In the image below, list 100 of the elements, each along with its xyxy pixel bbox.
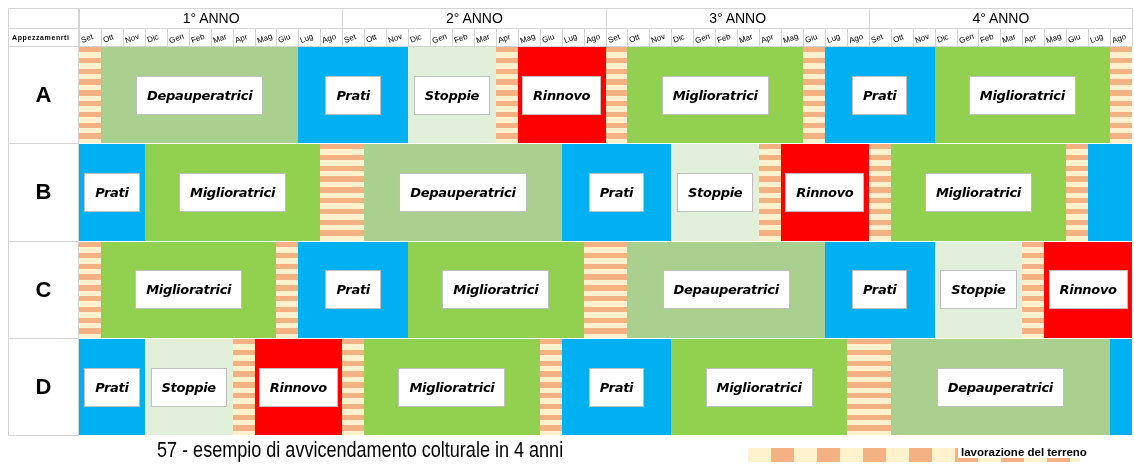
tillage-band xyxy=(276,241,299,338)
crop-band xyxy=(408,47,496,144)
crop-label: Miglioratrici xyxy=(398,367,506,407)
month-label: Gen xyxy=(694,31,712,46)
crop-label: Rinnovo xyxy=(258,367,338,407)
tillage-band xyxy=(605,47,628,144)
crop-label: Miglioratrici xyxy=(442,270,550,310)
crop-band xyxy=(364,144,562,241)
month-label: Nov xyxy=(650,31,667,46)
tillage-band xyxy=(320,144,365,241)
month-label: Apr xyxy=(496,32,512,45)
crop-band xyxy=(890,338,1111,436)
month-label: Dic xyxy=(935,32,950,45)
month-label: Feb xyxy=(452,31,469,46)
month-label: Mar xyxy=(1001,31,1018,46)
tillage-band xyxy=(1022,241,1045,338)
crop-label: Prati xyxy=(84,172,140,212)
crop-band xyxy=(298,47,409,144)
year-header: 1° ANNO xyxy=(182,10,240,26)
crop-label: Prati xyxy=(325,75,381,115)
crop-label: Miglioratrici xyxy=(661,75,769,115)
crop-label: Depauperatrici xyxy=(399,172,527,212)
month-label: Ago xyxy=(584,31,601,46)
crop-label: Stoppie xyxy=(677,172,754,212)
crop-band xyxy=(824,241,935,338)
month-label: Giu xyxy=(540,32,556,45)
year-header: 2° ANNO xyxy=(445,10,503,26)
tillage-band xyxy=(846,338,891,436)
crop-band xyxy=(934,241,1023,338)
month-label: Set xyxy=(79,32,95,45)
crop-band xyxy=(79,144,145,241)
crop-band xyxy=(408,241,584,338)
crop-label: Prati xyxy=(851,75,908,115)
crop-band xyxy=(1088,144,1132,241)
crop-label: Prati xyxy=(588,172,645,212)
tillage-band xyxy=(868,144,891,241)
month-label: Mar xyxy=(211,31,228,46)
month-label: Feb xyxy=(189,31,206,46)
month-label: Ago xyxy=(321,31,338,46)
tillage-band xyxy=(1110,47,1132,144)
crop-band xyxy=(144,144,321,241)
tillage-band xyxy=(583,241,628,338)
month-label: Dic xyxy=(408,32,423,45)
year-header: 3° ANNO xyxy=(709,10,767,26)
year-header: 4° ANNO xyxy=(972,10,1030,26)
month-label: Apr xyxy=(233,32,249,45)
crop-band xyxy=(100,241,277,338)
crop-band xyxy=(298,241,409,338)
crop-band xyxy=(1110,338,1132,436)
month-label: Lug xyxy=(562,32,579,45)
tillage-band xyxy=(79,241,101,338)
month-label: Ago xyxy=(847,31,865,46)
plot-label: A xyxy=(35,82,52,109)
crop-band xyxy=(517,47,606,144)
crop-label: Depauperatrici xyxy=(936,367,1064,407)
tillage-band xyxy=(802,47,825,144)
crop-label: Miglioratrici xyxy=(924,172,1032,212)
month-label: Gen xyxy=(957,31,975,46)
crop-band xyxy=(561,144,672,241)
crop-band xyxy=(100,47,299,144)
month-label: Ott xyxy=(364,32,379,45)
month-label: Dic xyxy=(145,32,160,45)
crop-band xyxy=(781,144,869,241)
month-label: Ott xyxy=(891,32,905,45)
month-label: Nov xyxy=(913,31,930,46)
month-label: Ott xyxy=(628,32,642,45)
crop-label: Prati xyxy=(325,270,381,310)
tillage-band xyxy=(495,47,518,144)
tillage-band xyxy=(79,47,101,144)
plot-label: D xyxy=(35,374,52,401)
crop-band xyxy=(254,338,343,436)
crop-band xyxy=(79,338,145,436)
crop-label: Miglioratrici xyxy=(705,367,813,407)
month-label: Nov xyxy=(123,31,141,46)
tillage-band xyxy=(759,144,781,241)
tillage-band xyxy=(1066,144,1089,241)
month-label: Feb xyxy=(979,31,996,46)
month-label: Lug xyxy=(825,32,842,45)
month-label: Mar xyxy=(474,31,491,46)
crop-label: Rinnovo xyxy=(522,75,602,115)
crop-label: Stoppie xyxy=(413,75,491,115)
month-label: Ago xyxy=(1110,31,1128,46)
crop-label: Stoppie xyxy=(150,367,227,407)
caption: 57 - esempio di avvicendamento colturale in 4 anni xyxy=(157,437,564,463)
crop-label: Prati xyxy=(588,367,645,407)
crop-band xyxy=(1044,241,1132,338)
crop-band xyxy=(671,338,847,436)
month-label: Giu xyxy=(803,32,819,45)
month-label: Lug xyxy=(1089,32,1105,45)
month-label: Mag xyxy=(255,31,274,46)
tillage-band xyxy=(232,338,255,436)
crop-label: Miglioratrici xyxy=(179,172,287,212)
month-label: Nov xyxy=(387,31,404,46)
legend-label: lavorazione del terreno xyxy=(958,446,1089,458)
month-label: Giu xyxy=(277,32,293,45)
tillage-band xyxy=(342,338,365,436)
crop-band xyxy=(934,47,1111,144)
crop-label: Rinnovo xyxy=(785,172,865,212)
plot-label: B xyxy=(35,179,52,206)
crop-band xyxy=(561,338,672,436)
